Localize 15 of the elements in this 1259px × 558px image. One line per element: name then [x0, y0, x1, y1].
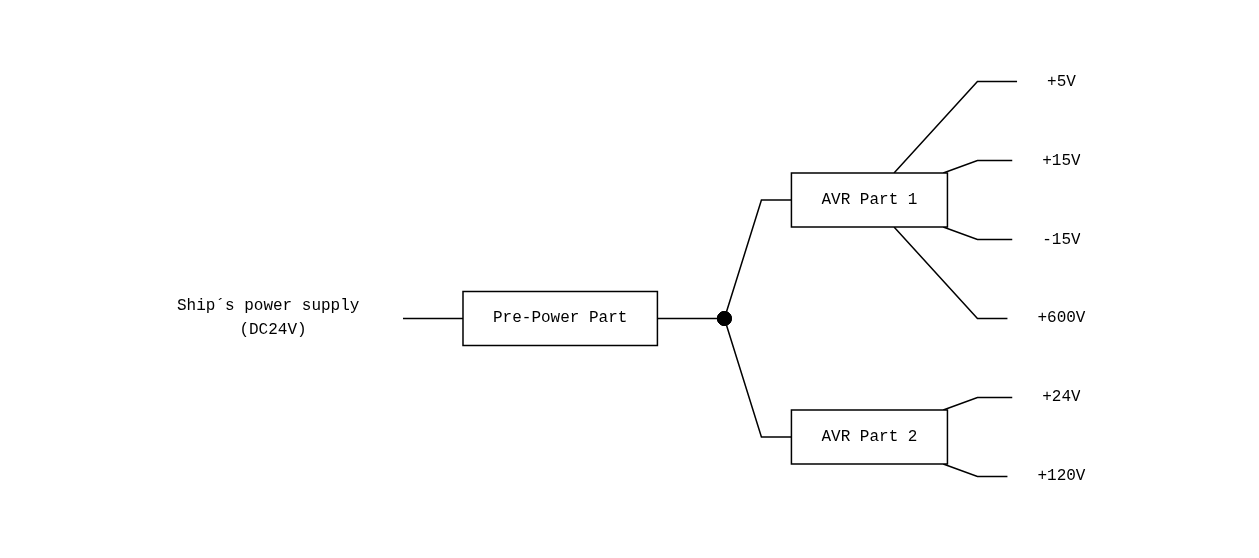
connector — [942, 396, 1014, 411]
node-text: +120V — [1037, 467, 1086, 486]
connector — [893, 226, 1009, 320]
node-text: +600V — [1037, 309, 1086, 328]
node-box: AVR Part 1 — [790, 172, 949, 228]
node-text: Ship´s power supply (DC24V) — [177, 297, 360, 340]
connector — [893, 80, 1019, 174]
node-text: +24V — [1042, 388, 1081, 407]
connector — [942, 159, 1014, 174]
node-box: Pre-Power Part — [462, 290, 659, 347]
connector — [402, 317, 464, 320]
node-box: AVR Part 2 — [790, 409, 949, 465]
node-text: +15V — [1042, 151, 1081, 170]
node-text: +5V — [1047, 72, 1077, 91]
node-text: -15V — [1042, 230, 1081, 249]
